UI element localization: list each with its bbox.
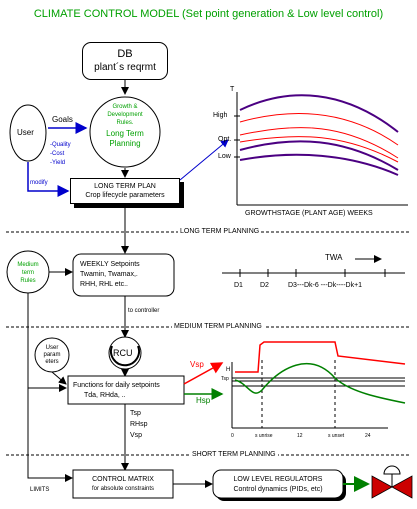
control-matrix-subtitle: for absolute constraints <box>91 486 155 492</box>
growth-rules-circle <box>89 96 161 168</box>
daily-chart-tick-12: 12 <box>297 433 303 439</box>
long-term-plan-title: LONG TERM PLAN <box>94 183 156 190</box>
functions-box <box>67 375 185 405</box>
lt-curve-high-purple <box>239 94 399 133</box>
short-term-separator-label: SHORT TERM PLANNING <box>190 451 278 458</box>
output-tsp: Tsp <box>130 410 141 417</box>
user-label: User <box>17 128 34 137</box>
lt-chart-x-label: GROWTHSTAGE (PLANT AGE) WEEKS <box>245 210 373 217</box>
goal-quality: -Quality <box>50 142 71 148</box>
long-term-plan-subtitle: Crop lifecycle parameters <box>85 192 165 199</box>
rcu-moon-icon <box>110 345 140 367</box>
control-matrix-title: CONTROL MATRIX <box>92 476 154 483</box>
medium-term-separator-label: MEDIUM TERM PLANNING <box>172 323 264 330</box>
daily-chart-tick-sunrise: s unrise <box>255 433 273 439</box>
growth-line-3: Rules. <box>116 120 134 126</box>
db-box: DB plant´s reqrmt <box>82 42 168 80</box>
user-params-line-2: param <box>43 352 61 358</box>
page-title: CLIMATE CONTROL MODEL (Set point generat… <box>33 8 384 20</box>
modify-arrow <box>27 162 70 197</box>
growth-line-2: Development <box>107 112 143 118</box>
daily-chart-tick-24: 24 <box>365 433 371 439</box>
lt-chart-label-opt: Opt. <box>218 136 232 143</box>
to-controller-label: to controller <box>128 308 160 314</box>
plan-to-chart-arrow <box>179 139 229 181</box>
rcu-label: RCU <box>113 348 133 358</box>
output-rhsp: RHsp <box>130 421 148 428</box>
daily-chart-tsp-label: Tsp <box>221 376 229 382</box>
lt-curve-high-red <box>239 112 399 146</box>
medium-rules-line-3: Rules <box>20 278 36 284</box>
medium-rules-line-1: Medium <box>17 262 39 268</box>
growth-line-5: Planning <box>109 139 141 148</box>
lt-curve-mid-purple <box>239 140 399 171</box>
long-term-separator-label: LONG TERM PLANNING <box>178 228 262 235</box>
lt-curve-opt-red-2 <box>239 136 399 163</box>
lt-chart-label-low: Low <box>218 153 231 160</box>
daily-chart-tick-sunset: s unset <box>328 433 345 439</box>
timeline-d3-dk: D3---Dk-6 ---Dk----Dk+1 <box>288 282 363 289</box>
daily-chart-h-label: H <box>226 367 231 373</box>
long-term-plan-box: LONG TERM PLAN Crop lifecycle parameters <box>70 178 180 204</box>
lt-chart-label-high: High <box>213 112 228 119</box>
user-ellipse <box>9 104 47 162</box>
low-level-subtitle: Control dynamics (PIDs, etc) <box>233 486 323 493</box>
user-params-line-1: User <box>45 345 59 351</box>
low-level-title: LOW LEVEL REGULATORS <box>233 476 323 483</box>
growth-line-1: Growth & <box>112 104 138 110</box>
lt-curve-opt-red-1 <box>239 127 399 159</box>
limits-line <box>27 293 73 482</box>
lt-chart-label-t: T <box>230 86 235 93</box>
daily-curve-red <box>235 341 406 373</box>
hsp-label: Hsp <box>196 396 211 405</box>
limits-label: LIMITS <box>30 487 50 493</box>
low-level-regulators-box <box>212 469 344 499</box>
user-params-line-3: eters <box>45 359 59 365</box>
functions-line-1: Functions for daily setpoints <box>73 382 160 389</box>
growth-line-4: Long Term <box>106 129 144 138</box>
output-vsp: Vsp <box>130 432 143 439</box>
lt-curve-low-purple <box>239 153 399 176</box>
control-matrix-box <box>72 469 174 499</box>
timeline-d1: D1 <box>234 282 243 289</box>
goal-yield: -Yield <box>50 160 66 166</box>
db-subtitle: plant´s reqrmt <box>94 62 156 73</box>
weekly-line-2: Twamin, Twamax,. <box>80 271 138 278</box>
twa-label: TWA <box>325 253 343 262</box>
goals-label: Goals <box>52 115 73 124</box>
user-params-arrow <box>51 371 67 385</box>
timeline-d2: D2 <box>260 282 269 289</box>
daily-chart-tick-0: 0 <box>231 433 234 439</box>
weekly-line-3: RHH, RHL etc.. <box>80 281 128 288</box>
daily-curve-green <box>234 362 406 404</box>
goal-cost: -Cost <box>50 151 65 157</box>
valve-icon <box>371 465 413 499</box>
functions-line-2: Tda, RHda, .. <box>84 392 126 399</box>
modify-label: modify <box>30 180 48 186</box>
medium-rules-line-2: term <box>22 270 34 276</box>
weekly-line-1: WEEKLY Setpoints <box>80 261 140 268</box>
vsp-arrow <box>183 362 224 385</box>
db-label: DB <box>117 48 133 60</box>
vsp-label: Vsp <box>190 360 204 369</box>
weekly-setpoints-box <box>72 253 175 297</box>
